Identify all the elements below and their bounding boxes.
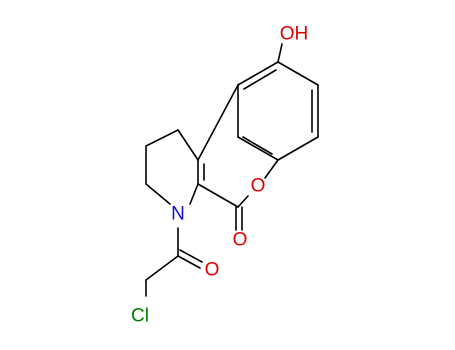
- bond: [177, 129, 199, 161]
- bond: [264, 159, 279, 179]
- bond: [237, 195, 249, 208]
- bond: [277, 61, 319, 86]
- carbonyl-oxygen-label: O: [233, 230, 248, 251]
- ring-nitrogen-label: N: [171, 204, 185, 225]
- hydroxyl-label: OH: [280, 24, 309, 45]
- bond: [145, 255, 179, 281]
- chlorine-label: Cl: [131, 306, 149, 327]
- acyl-oxygen-label: O: [205, 260, 220, 281]
- bond: [277, 43, 283, 63]
- bond: [242, 136, 273, 155]
- bond: [145, 183, 171, 205]
- bond: [243, 69, 277, 90]
- bond: [237, 136, 279, 161]
- bond: [277, 136, 319, 161]
- bond: [189, 183, 199, 205]
- bond: [197, 84, 239, 161]
- bond: [177, 255, 201, 269]
- ring-oxygen-label: O: [251, 176, 266, 197]
- bond: [179, 249, 203, 263]
- bond: [237, 61, 279, 86]
- bond: [145, 129, 179, 147]
- bond: [197, 183, 239, 208]
